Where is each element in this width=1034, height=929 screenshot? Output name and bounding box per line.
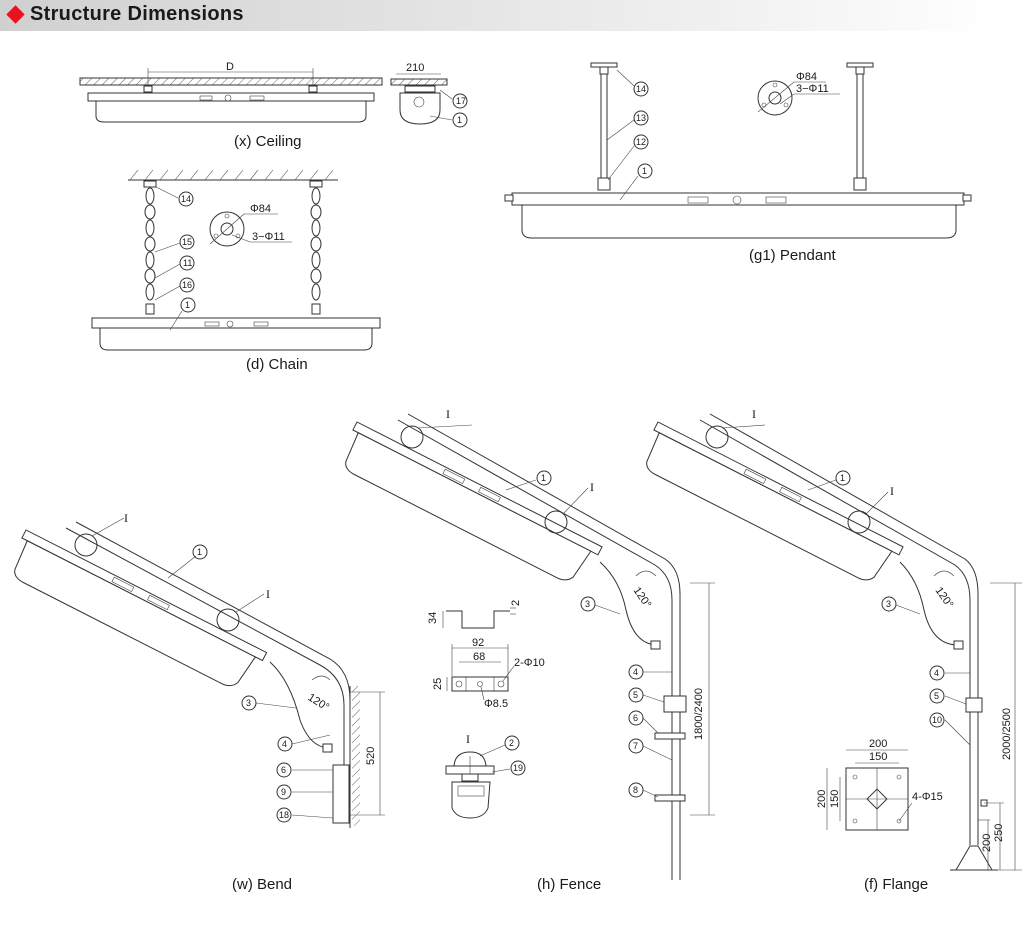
- svg-text:5: 5: [633, 690, 638, 700]
- svg-text:1: 1: [541, 473, 546, 483]
- svg-text:200: 200: [816, 790, 828, 808]
- svg-text:16: 16: [182, 280, 192, 290]
- svg-text:4: 4: [633, 667, 638, 677]
- svg-text:I: I: [590, 480, 594, 494]
- svg-text:6: 6: [281, 765, 286, 775]
- caption-ceiling: (x) Ceiling: [234, 133, 302, 150]
- svg-text:150: 150: [869, 751, 887, 763]
- clamp-detail: 34 2 92 68 25 2-Φ10 Φ8.5 I 2 19: [427, 600, 545, 819]
- svg-text:1: 1: [840, 473, 845, 483]
- svg-text:17: 17: [456, 96, 466, 106]
- svg-text:25: 25: [432, 678, 444, 690]
- svg-text:1: 1: [642, 166, 647, 176]
- flange-figure: I I 120° 2000/2500 250 200 1 3 4 5 10: [646, 407, 1022, 893]
- svg-text:14: 14: [636, 84, 646, 94]
- svg-text:2: 2: [509, 738, 514, 748]
- svg-text:6: 6: [633, 713, 638, 723]
- svg-text:3: 3: [585, 599, 590, 609]
- svg-text:11: 11: [183, 258, 192, 268]
- svg-text:2000/2500: 2000/2500: [1001, 708, 1013, 760]
- svg-text:8: 8: [633, 785, 638, 795]
- svg-text:68: 68: [473, 651, 485, 663]
- svg-text:1800/2400: 1800/2400: [693, 688, 705, 740]
- svg-text:15: 15: [182, 237, 192, 247]
- svg-text:1: 1: [457, 115, 462, 125]
- svg-text:3−Φ11: 3−Φ11: [796, 83, 829, 95]
- bend-figure: I I 120° 520 1 3 4 6 9 18 (w) Bend: [14, 511, 385, 893]
- svg-text:3: 3: [246, 698, 251, 708]
- svg-text:1: 1: [197, 547, 202, 557]
- svg-text:120°: 120°: [306, 692, 332, 714]
- svg-text:92: 92: [472, 637, 484, 649]
- chain-figure: Φ84 3−Φ11 14 15 11 16 1 (d) Chain: [91, 169, 381, 373]
- svg-text:120°: 120°: [933, 585, 956, 611]
- section-title: Structure Dimensions: [30, 3, 244, 25]
- svg-text:9: 9: [281, 787, 286, 797]
- svg-text:4: 4: [934, 668, 939, 678]
- svg-text:7: 7: [633, 741, 638, 751]
- svg-text:Φ84: Φ84: [250, 203, 271, 215]
- caption-bend: (w) Bend: [232, 876, 292, 893]
- svg-text:4-Φ15: 4-Φ15: [912, 791, 943, 803]
- svg-text:4: 4: [282, 739, 287, 749]
- svg-text:I: I: [124, 511, 128, 525]
- svg-text:12: 12: [636, 137, 646, 147]
- svg-text:34: 34: [427, 612, 439, 624]
- svg-text:13: 13: [636, 113, 646, 123]
- ceiling-figure: D 210 17 1 (x) Ceiling: [79, 61, 468, 150]
- caption-pendant: (g1) Pendant: [749, 247, 837, 264]
- svg-text:19: 19: [513, 763, 523, 773]
- svg-text:18: 18: [279, 810, 289, 820]
- dim-210: 210: [406, 62, 424, 74]
- svg-text:14: 14: [181, 194, 191, 204]
- svg-text:3−Φ11: 3−Φ11: [252, 231, 285, 243]
- svg-text:I: I: [752, 407, 756, 421]
- svg-text:I: I: [446, 407, 450, 421]
- svg-text:I: I: [890, 484, 894, 498]
- svg-text:Φ84: Φ84: [796, 71, 817, 83]
- svg-text:Φ8.5: Φ8.5: [484, 698, 508, 710]
- pendant-figure: Φ84 3−Φ11 14 13 12 1 (g1) Pendant: [504, 62, 972, 264]
- caption-fence: (h) Fence: [537, 876, 601, 893]
- fence-figure: I I 120° 1800/2400 1 3 4 5 6 7 8 (h) Fen…: [345, 407, 715, 893]
- svg-text:200: 200: [981, 834, 993, 852]
- svg-text:200: 200: [869, 738, 887, 750]
- svg-text:I: I: [266, 587, 270, 601]
- svg-text:I: I: [466, 732, 470, 746]
- section-header: Structure Dimensions: [0, 0, 1000, 31]
- svg-text:1: 1: [185, 300, 190, 310]
- svg-text:250: 250: [993, 824, 1005, 842]
- svg-text:2: 2: [510, 600, 522, 606]
- svg-text:10: 10: [932, 715, 942, 725]
- svg-text:5: 5: [934, 691, 939, 701]
- svg-text:3: 3: [886, 599, 891, 609]
- dim-d: D: [226, 61, 234, 73]
- svg-text:150: 150: [829, 790, 841, 808]
- svg-text:120°: 120°: [631, 585, 654, 611]
- svg-text:2-Φ10: 2-Φ10: [514, 657, 545, 669]
- caption-chain: (d) Chain: [246, 356, 308, 373]
- caption-flange: (f) Flange: [864, 876, 928, 893]
- svg-text:520: 520: [365, 747, 377, 765]
